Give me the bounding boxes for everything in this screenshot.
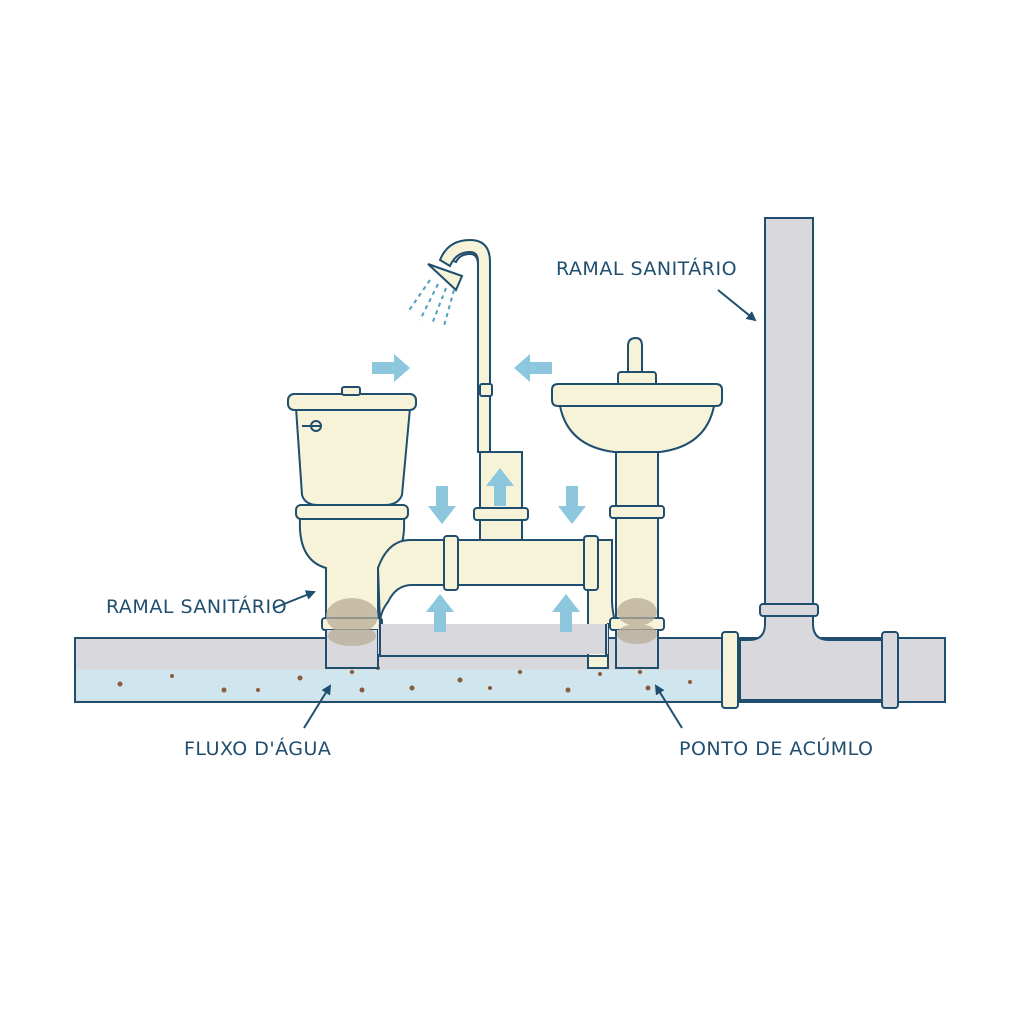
pipe-coupling [583,535,599,591]
arrow-left-icon [514,354,552,382]
shower [407,238,529,541]
arrow-up-icon [486,468,514,506]
branch-pipe [376,535,618,669]
arrow-down-icon [558,486,586,524]
arrow-down-icon [428,486,456,524]
toilet-seat [295,504,409,520]
shower-head-icon [427,263,464,292]
pointer-ramal-left [273,590,316,609]
pipe-coupling [721,631,739,709]
pointer-ramal-top [717,289,757,322]
vertical-stack-pipe [739,217,883,701]
sink-basin [558,405,716,453]
label-ponto-de-acumulo: PONTO DE ACÚMLO [679,738,874,760]
buildup-zones [326,598,657,646]
toilet-lid [287,393,417,411]
sink-pedestal [615,451,659,509]
pointer-fluxo [303,684,332,729]
arrow-up-icon [426,594,454,632]
sink-rim [551,383,723,407]
label-pointers [273,289,757,729]
pointer-acumulo [654,684,683,729]
flow-arrows [372,354,586,632]
debris-particles [117,657,692,693]
pipe-coupling [443,535,459,591]
arrow-up-icon [552,594,580,632]
shower-valve-icon [479,383,493,397]
label-ramal-sanitario-left: RAMAL SANITÁRIO [106,596,288,618]
water-flow [77,670,723,700]
pipe-coupling [881,631,899,709]
label-fluxo-dagua: FLUXO D'ÁGUA [184,738,332,760]
arrow-right-icon [372,354,410,382]
shower-arm [438,238,491,453]
shower-spray [407,279,455,327]
label-ramal-sanitario-top: RAMAL SANITÁRIO [556,258,738,280]
